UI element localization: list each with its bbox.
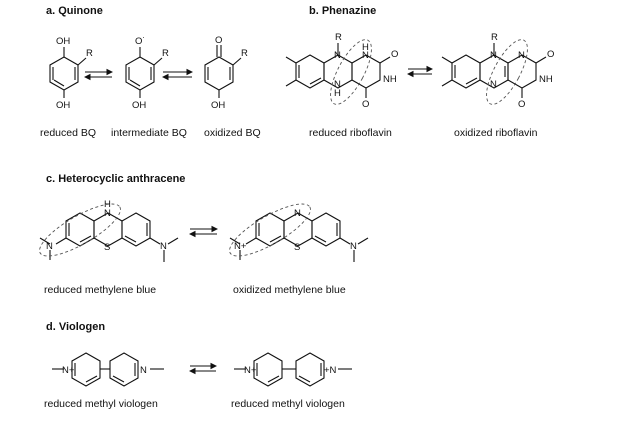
o-label: O [518,99,525,110]
o-label: O [215,35,222,46]
n-label: N [140,365,147,376]
n-label: N [490,50,497,61]
oh-label: OH [56,100,70,111]
caption-reduced-methyl-viologen-2: reduced methyl viologen [231,398,345,410]
n-plus-label: N+ [62,365,75,376]
r-label: R [162,48,169,59]
equilibrium-arrow [406,65,434,78]
caption-reduced-methyl-viologen-1: reduced methyl viologen [44,398,158,410]
s-label: S [104,242,110,253]
equilibrium-arrow [188,362,218,375]
s-label: S [294,242,300,253]
plus-n-label: +N [324,365,337,376]
caption-oxidized-bq: oxidized BQ [204,127,261,139]
r-label: R [241,48,248,59]
caption-oxidized-methylene-blue: oxidized methylene blue [233,284,346,296]
n-label: N [334,79,341,90]
r-label: R [491,32,498,43]
oxidized-bq-structure: O R OH [204,35,248,111]
reduced-riboflavin-structure: R N H N O NH N H O [285,32,398,110]
r-label: R [86,48,93,59]
n-label: N [362,50,369,61]
panel-d-title: d. Viologen [46,321,106,333]
o-label: O [362,99,369,110]
redox-site-highlight [486,39,528,105]
redox-site-highlight [229,203,311,257]
o-label: O [391,49,398,60]
o-label: O [547,49,554,60]
oxidized-methylene-blue-structure: N S N+ N [229,203,369,262]
reduced-methylene-blue-structure: H N S N N [39,199,179,262]
panel-a-title: a. Quinone [46,5,103,17]
oh-label: OH [211,100,225,111]
n-label: N [46,241,53,252]
intermediate-bq-structure: O˙ R OH [125,36,169,111]
panel-c-title: c. Heterocyclic anthracene [46,173,186,185]
redox-site-highlight [39,203,121,257]
methyl-viologen-structure-1: N+ N [52,352,164,387]
n-plus-label: N+ [244,365,257,376]
methyl-viologen-structure-2: N+ +N [234,352,352,387]
n-label: N [334,50,341,61]
n-label: N [160,241,167,252]
caption-reduced-methylene-blue: reduced methylene blue [44,284,157,296]
caption-intermediate-bq: intermediate BQ [111,127,187,139]
oh-label: OH [56,36,70,47]
n-plus-label: N+ [234,241,247,252]
n-label: N [490,79,497,90]
nh-label: NH [383,74,397,85]
caption-reduced-bq: reduced BQ [40,127,97,139]
n-label: N [350,241,357,252]
equilibrium-arrow [161,68,194,81]
caption-oxidized-riboflavin: oxidized riboflavin [454,127,538,139]
n-label: N [518,50,525,61]
equilibrium-arrow [83,68,114,81]
nh-label: NH [539,74,553,85]
r-label: R [335,32,342,43]
equilibrium-arrow [188,225,219,238]
reduced-bq-structure: OH R OH [49,36,93,111]
redox-site-highlight [330,39,372,105]
panel-b-title: b. Phenazine [309,5,377,17]
oh-label: OH [132,100,146,111]
oxidized-riboflavin-structure: R N N O NH N O [441,32,554,110]
n-label: N [104,208,111,219]
o-radical-label: O˙ [135,36,146,47]
caption-reduced-riboflavin: reduced riboflavin [309,127,392,139]
n-label: N [294,208,301,219]
h-label: H [362,42,369,53]
h-label: H [334,88,341,99]
